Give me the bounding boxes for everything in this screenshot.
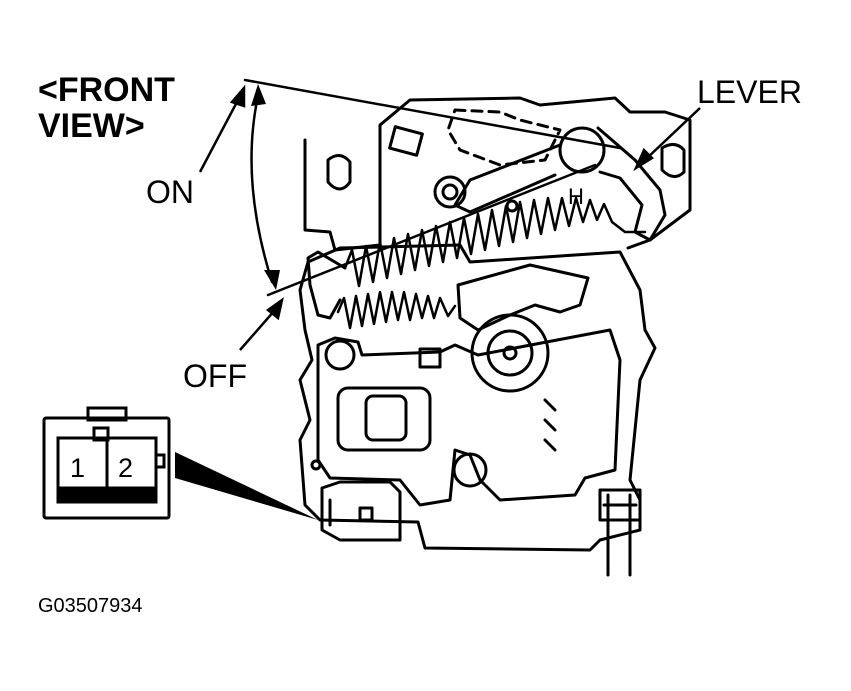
view-title-line2: VIEW> — [38, 107, 145, 145]
lever-label: LEVER — [697, 74, 802, 110]
lock-marking-label: H — [568, 184, 584, 209]
lever-leader-arrow-icon — [633, 147, 654, 172]
bracket-tab — [388, 125, 424, 157]
output-rod — [606, 493, 632, 577]
rivet-left — [310, 459, 322, 471]
mounting-bracket — [303, 96, 692, 252]
lever — [453, 126, 667, 242]
upper-spring-hook — [306, 250, 347, 320]
off-leader-arrow-icon — [265, 297, 284, 321]
arc-arrowhead-top-icon — [251, 84, 266, 106]
latch-connector — [320, 480, 402, 542]
hidden-lever-outline — [446, 108, 562, 167]
switch-window-inner — [364, 394, 408, 442]
boss-lower-right — [452, 452, 488, 488]
arc-arrowhead-bottom-icon — [264, 270, 280, 290]
figure-reference-code: G03507934 — [38, 595, 143, 617]
mounting-slot-right — [660, 143, 686, 178]
mounting-slot-left — [326, 154, 352, 191]
on-position-line — [243, 78, 622, 150]
off-position-line — [266, 163, 597, 297]
view-title: <FRONT VIEW> — [38, 72, 175, 144]
latch-body — [298, 243, 657, 552]
small-tab — [418, 347, 442, 369]
connector-pin-1: 1 — [70, 453, 86, 483]
switch-window-outer — [336, 386, 432, 452]
on-leader-arrow-icon — [229, 84, 246, 108]
lever-pivot-hole — [505, 199, 519, 213]
connector-pin-2: 2 — [118, 453, 134, 483]
view-title-line1: <FRONT — [38, 71, 175, 109]
off-label: OFF — [183, 358, 247, 394]
connector-pointer-wedge — [175, 452, 318, 520]
lower-spring — [336, 290, 457, 330]
pivot-boss — [433, 175, 467, 209]
upper-spring — [343, 196, 647, 288]
side-slots — [543, 398, 557, 452]
rotation-arc — [250, 94, 274, 284]
on-label: ON — [146, 174, 194, 210]
connector-face — [42, 406, 171, 520]
catch-pawl — [456, 263, 590, 332]
latch-inner-plate — [316, 328, 622, 507]
boss-upper-left — [324, 339, 356, 371]
